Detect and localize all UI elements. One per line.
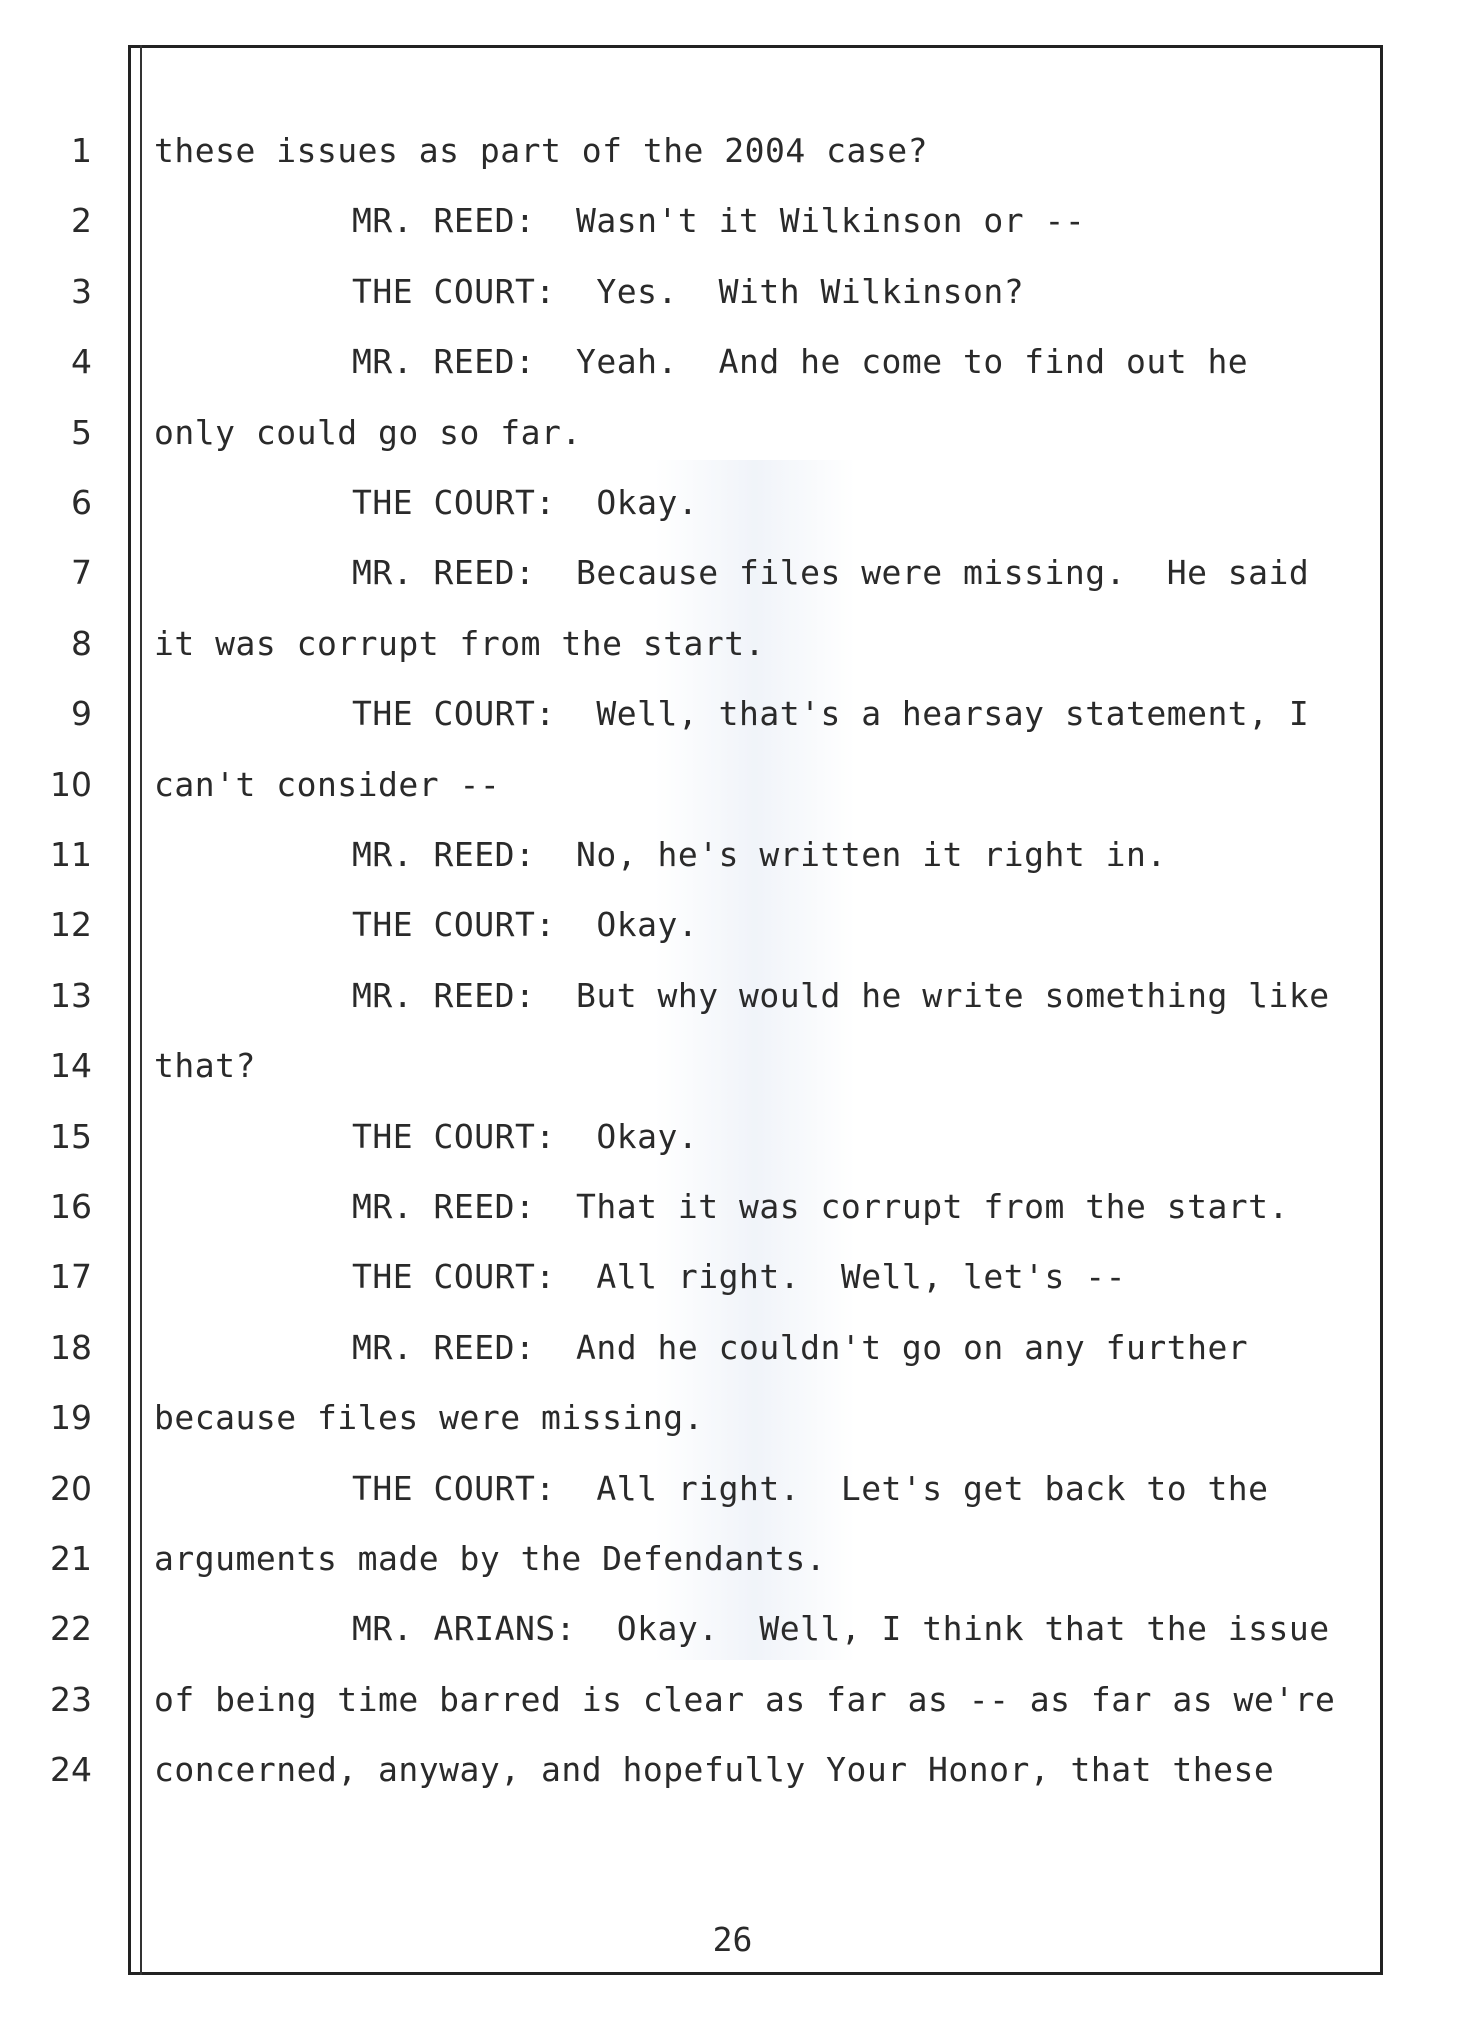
line-number: 15	[50, 1116, 92, 1156]
line-number: 19	[50, 1398, 92, 1438]
line-number: 13	[50, 975, 92, 1015]
transcript-line: 2 MR. REED: Wasn't it Wilkinson or --	[0, 191, 1400, 251]
transcript-line: 9 THE COURT: Well, that's a hearsay state…	[0, 684, 1400, 744]
line-number: 23	[50, 1679, 92, 1719]
line-number: 6	[71, 483, 92, 522]
transcript-line: 10 can't consider --	[0, 755, 1400, 815]
line-text: MR. REED: But why would he write somethi…	[352, 975, 1330, 1015]
line-number: 14	[50, 1046, 92, 1086]
transcript-line: 3 THE COURT: Yes. With Wilkinson?	[0, 262, 1400, 322]
line-text: MR. ARIANS: Okay. Well, I think that the…	[352, 1609, 1330, 1649]
page-number: 26	[712, 1920, 753, 1959]
line-number: 1	[71, 131, 92, 170]
line-text: MR. REED: No, he's written it right in.	[352, 835, 1167, 874]
line-number: 4	[71, 342, 92, 382]
page-border	[128, 45, 1383, 1975]
transcript-line: 22 MR. ARIANS: Okay. Well, I think that t…	[0, 1599, 1400, 1659]
line-number: 8	[71, 623, 92, 663]
transcript-line: 24 concerned, anyway, and hopefully Your …	[0, 1740, 1400, 1800]
line-number: 5	[71, 412, 92, 452]
transcript-line: 12 THE COURT: Okay.	[0, 895, 1400, 955]
line-number: 17	[50, 1257, 92, 1297]
line-text: only could go so far.	[154, 412, 582, 452]
line-number: 3	[71, 271, 92, 311]
transcript-line: 23 of being time barred is clear as far a…	[0, 1670, 1400, 1730]
line-text: that?	[154, 1046, 256, 1086]
line-text: because files were missing.	[154, 1398, 704, 1438]
transcript-line: 8 it was corrupt from the start.	[0, 614, 1400, 674]
transcript-line: 15 THE COURT: Okay.	[0, 1107, 1400, 1167]
line-text: MR. REED: Because files were missing. He…	[352, 553, 1310, 593]
line-number: 16	[50, 1187, 92, 1226]
transcript-line: 14 that?	[0, 1036, 1400, 1096]
line-text: these issues as part of the 2004 case?	[154, 131, 928, 170]
line-text: of being time barred is clear as far as …	[154, 1679, 1336, 1719]
line-number: 18	[50, 1327, 92, 1367]
line-number: 9	[71, 694, 92, 734]
line-text: MR. REED: Yeah. And he come to find out …	[352, 342, 1249, 382]
scan-artifact	[655, 460, 855, 1660]
line-number: 20	[50, 1468, 92, 1508]
line-text: THE COURT: Okay.	[352, 1116, 699, 1156]
transcript-line: 19 because files were missing.	[0, 1388, 1400, 1448]
line-text: THE COURT: All right. Well, let's --	[352, 1257, 1126, 1297]
line-number-rule	[140, 45, 142, 1975]
line-text: it was corrupt from the start.	[154, 623, 766, 663]
line-text: can't consider --	[154, 764, 501, 804]
transcript-line: 4 MR. REED: Yeah. And he come to find out…	[0, 332, 1400, 392]
transcript-line: 1 these issues as part of the 2004 case?	[0, 121, 1400, 181]
transcript-line: 5 only could go so far.	[0, 403, 1400, 463]
line-text: MR. REED: That it was corrupt from the s…	[352, 1187, 1289, 1226]
line-text: THE COURT: Okay.	[352, 483, 699, 522]
line-text: arguments made by the Defendants.	[154, 1539, 827, 1578]
line-text: MR. REED: Wasn't it Wilkinson or --	[352, 201, 1086, 241]
transcript-line: 20 THE COURT: All right. Let's get back t…	[0, 1459, 1400, 1519]
transcript-line: 21 arguments made by the Defendants.	[0, 1529, 1400, 1589]
line-text: MR. REED: And he couldn't go on any furt…	[352, 1327, 1249, 1367]
line-text: concerned, anyway, and hopefully Your Ho…	[154, 1750, 1275, 1790]
line-text: THE COURT: Okay.	[352, 905, 699, 945]
line-text: THE COURT: Well, that's a hearsay statem…	[352, 694, 1310, 734]
line-number: 21	[50, 1539, 92, 1578]
transcript-line: 16 MR. REED: That it was corrupt from the…	[0, 1177, 1400, 1237]
transcript-line: 17 THE COURT: All right. Well, let's --	[0, 1247, 1400, 1307]
transcript-line: 6 THE COURT: Okay.	[0, 473, 1400, 533]
line-number: 2	[71, 201, 92, 241]
line-text: THE COURT: All right. Let's get back to …	[352, 1468, 1269, 1508]
transcript-line: 13 MR. REED: But why would he write somet…	[0, 966, 1400, 1026]
line-number: 24	[50, 1750, 92, 1790]
line-number: 10	[50, 764, 92, 804]
transcript-line: 7 MR. REED: Because files were missing. H…	[0, 543, 1400, 603]
line-number: 7	[71, 553, 92, 593]
line-text: THE COURT: Yes. With Wilkinson?	[352, 271, 1025, 311]
transcript-line: 18 MR. REED: And he couldn't go on any fu…	[0, 1318, 1400, 1378]
line-number: 11	[50, 835, 92, 874]
line-number: 12	[50, 905, 92, 945]
line-number: 22	[50, 1609, 92, 1649]
transcript-line: 11 MR. REED: No, he's written it right in…	[0, 825, 1400, 885]
